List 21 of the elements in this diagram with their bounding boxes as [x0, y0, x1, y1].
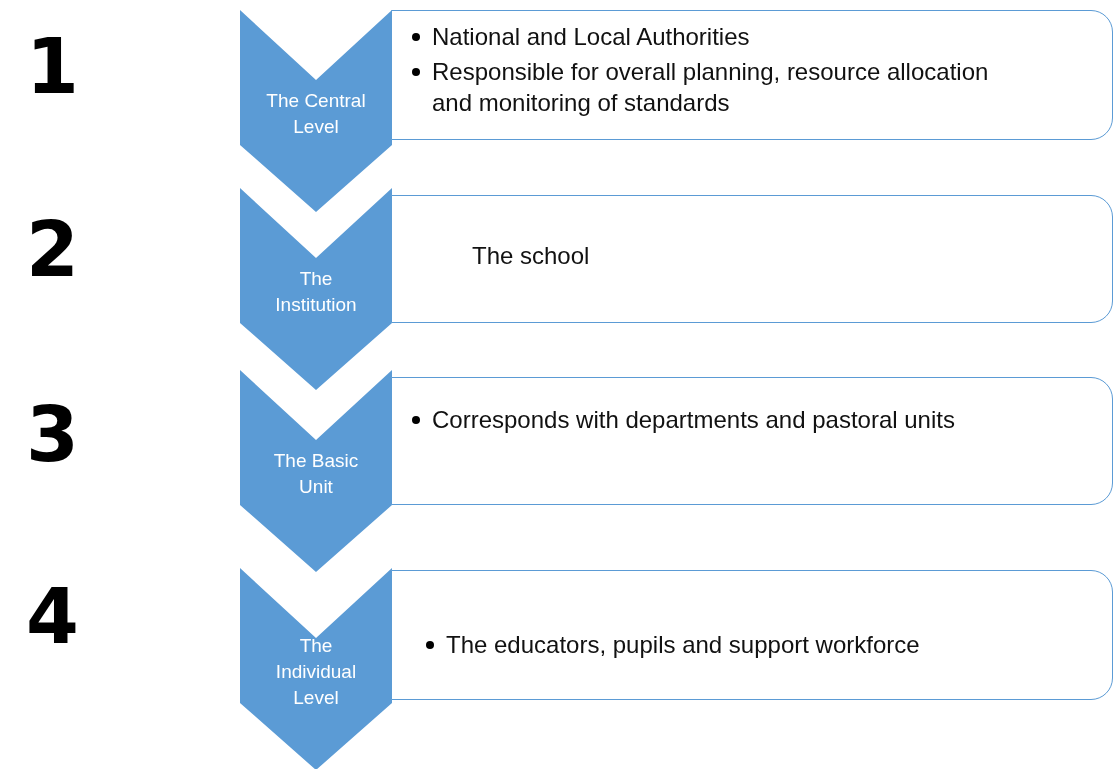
- description-box: [391, 195, 1113, 323]
- level-banner: [240, 188, 392, 390]
- description-text: Responsible for overall planning, resource allocation and monitoring of standards: [432, 57, 990, 118]
- description-text: Corresponds with departments and pastoral units: [432, 405, 955, 435]
- step-number: 1: [26, 22, 79, 112]
- description-box: [391, 570, 1113, 700]
- level-banner: [240, 10, 392, 212]
- step-number: 3: [26, 390, 79, 480]
- description-text: The educators, pupils and support workforce: [446, 630, 920, 660]
- description-text: National and Local Authorities: [432, 22, 750, 52]
- level-banner: [240, 370, 392, 572]
- chevron-label: The Central Level: [265, 89, 367, 139]
- step-number: 4: [26, 572, 79, 662]
- chevron-label: The Institution: [274, 267, 358, 317]
- step-number: 2: [26, 205, 79, 295]
- description-text: The school: [472, 241, 590, 271]
- chevron-label: The Basic Unit: [272, 449, 360, 499]
- chevron-label: The Individual Level: [274, 634, 358, 710]
- description-box: [391, 10, 1113, 140]
- description-box: [391, 377, 1113, 505]
- level-banner: [240, 568, 392, 769]
